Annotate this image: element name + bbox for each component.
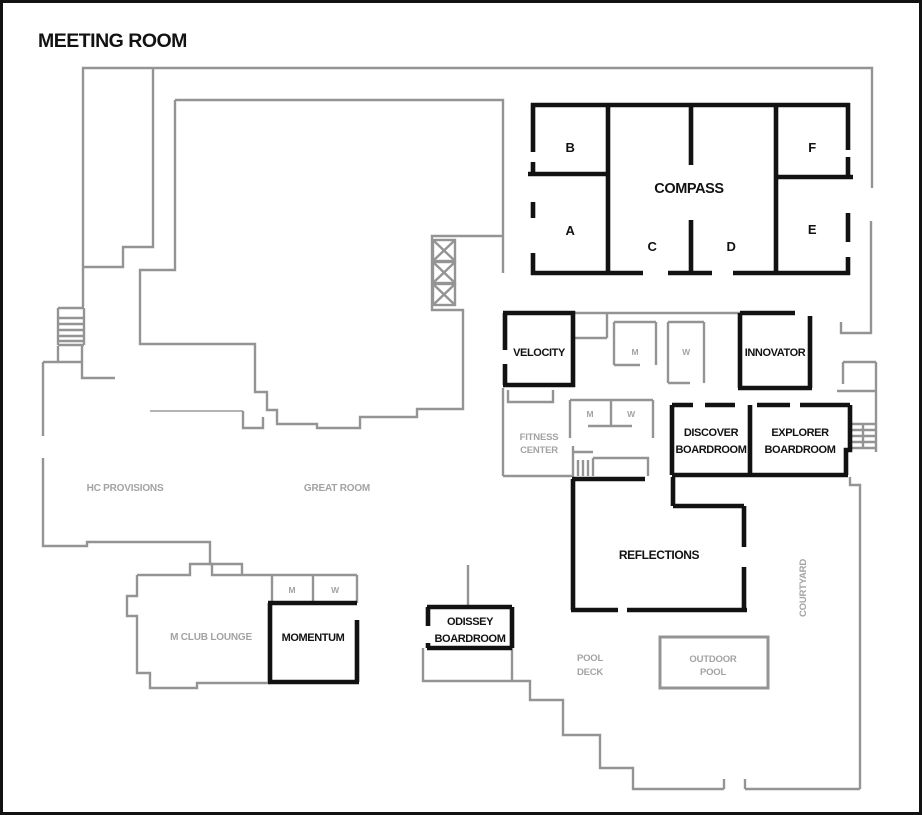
area-label-fitness-line1: FITNESS: [520, 432, 559, 443]
restroom-m-label: M: [632, 347, 639, 357]
odissey-walls: [425, 604, 515, 651]
restrooms-lounge: [270, 573, 359, 603]
room-label-odissey-line1: ODISSEY: [447, 616, 494, 628]
momentum-walls: [267, 600, 360, 685]
velocity-walls: [502, 310, 576, 388]
elevator-icons: [431, 238, 457, 307]
outline-alcove: [241, 411, 265, 430]
restroom-w-label: W: [682, 347, 691, 357]
room-label-compass-e: E: [808, 222, 817, 237]
room-label-explorer-line1: EXPLORER: [771, 427, 829, 439]
outdoor-pool-outline: [658, 635, 770, 690]
room-label-compass-b: B: [566, 140, 575, 155]
room-label-discover-line2: BOARDROOM: [676, 444, 747, 456]
room-label-discover-line1: DISCOVER: [684, 427, 739, 439]
outline-hc-provisions: [41, 458, 244, 575]
outline-velocity-corridor: [573, 311, 740, 340]
area-label-outdoor-pool-line2: POOL: [700, 667, 727, 678]
outline-fitness: [501, 388, 572, 478]
reflections-walls: [570, 476, 747, 613]
room-label-explorer-line2: BOARDROOM: [765, 444, 836, 456]
discover-explorer-walls: [669, 402, 853, 478]
room-label-compass-a: A: [566, 223, 576, 238]
restroom-m-label: M: [289, 585, 296, 595]
outline-lounge-west: [125, 575, 270, 690]
compass-walls: [528, 102, 853, 276]
stairs-west-icon: [56, 306, 86, 347]
restrooms-velocity: [612, 320, 706, 385]
area-label-pool-deck-line2: DECK: [577, 667, 603, 678]
outline-pool-deck: [421, 648, 860, 791]
restroom-m-label: M: [587, 409, 594, 419]
building-outline: [41, 66, 878, 791]
innovator-walls: [737, 310, 813, 391]
room-label-innovator: INNOVATOR: [745, 347, 806, 359]
outline-corridor-top: [175, 98, 505, 273]
room-label-odissey-line2: BOARDROOM: [435, 633, 506, 645]
outline-east-mid: [839, 221, 873, 335]
area-label-great-room: GREAT ROOM: [304, 483, 370, 494]
page-title: MEETING ROOM: [38, 30, 187, 52]
room-label-momentum: MOMENTUM: [282, 632, 345, 644]
outline-inner-northwest: [84, 69, 155, 269]
room-label-compass: COMPASS: [654, 181, 724, 197]
area-label-fitness-line2: CENTER: [520, 445, 558, 456]
outline-great-room: [138, 100, 503, 430]
room-label-compass-f: F: [808, 140, 816, 155]
elevator-icon: [431, 282, 457, 307]
outline-courtyard-east: [848, 477, 862, 789]
room-label-compass-d: D: [727, 239, 736, 254]
restroom-w-label: W: [627, 409, 636, 419]
area-label-courtyard: COURTYARD: [798, 559, 809, 617]
area-label-pool-deck-line1: POOL: [577, 653, 604, 664]
outline-west-rooms: [41, 346, 115, 436]
stairs-fitness-icon: [571, 446, 650, 477]
restrooms-fitness: [568, 398, 655, 438]
room-label-velocity: VELOCITY: [513, 347, 566, 359]
area-label-m-club-lounge: M CLUB LOUNGE: [170, 632, 252, 643]
room-label-compass-c: C: [648, 239, 658, 254]
outline-north: [81, 66, 874, 307]
outline-east-vestibule: [837, 360, 878, 452]
room-label-reflections: REFLECTIONS: [619, 548, 700, 562]
restroom-w-label: W: [331, 585, 340, 595]
outline-lounge-top: [137, 562, 272, 577]
area-label-hc-provisions: HC PROVISIONS: [87, 483, 164, 494]
stairs-east-icon: [850, 422, 876, 450]
area-label-outdoor-pool-line1: OUTDOOR: [689, 654, 736, 665]
